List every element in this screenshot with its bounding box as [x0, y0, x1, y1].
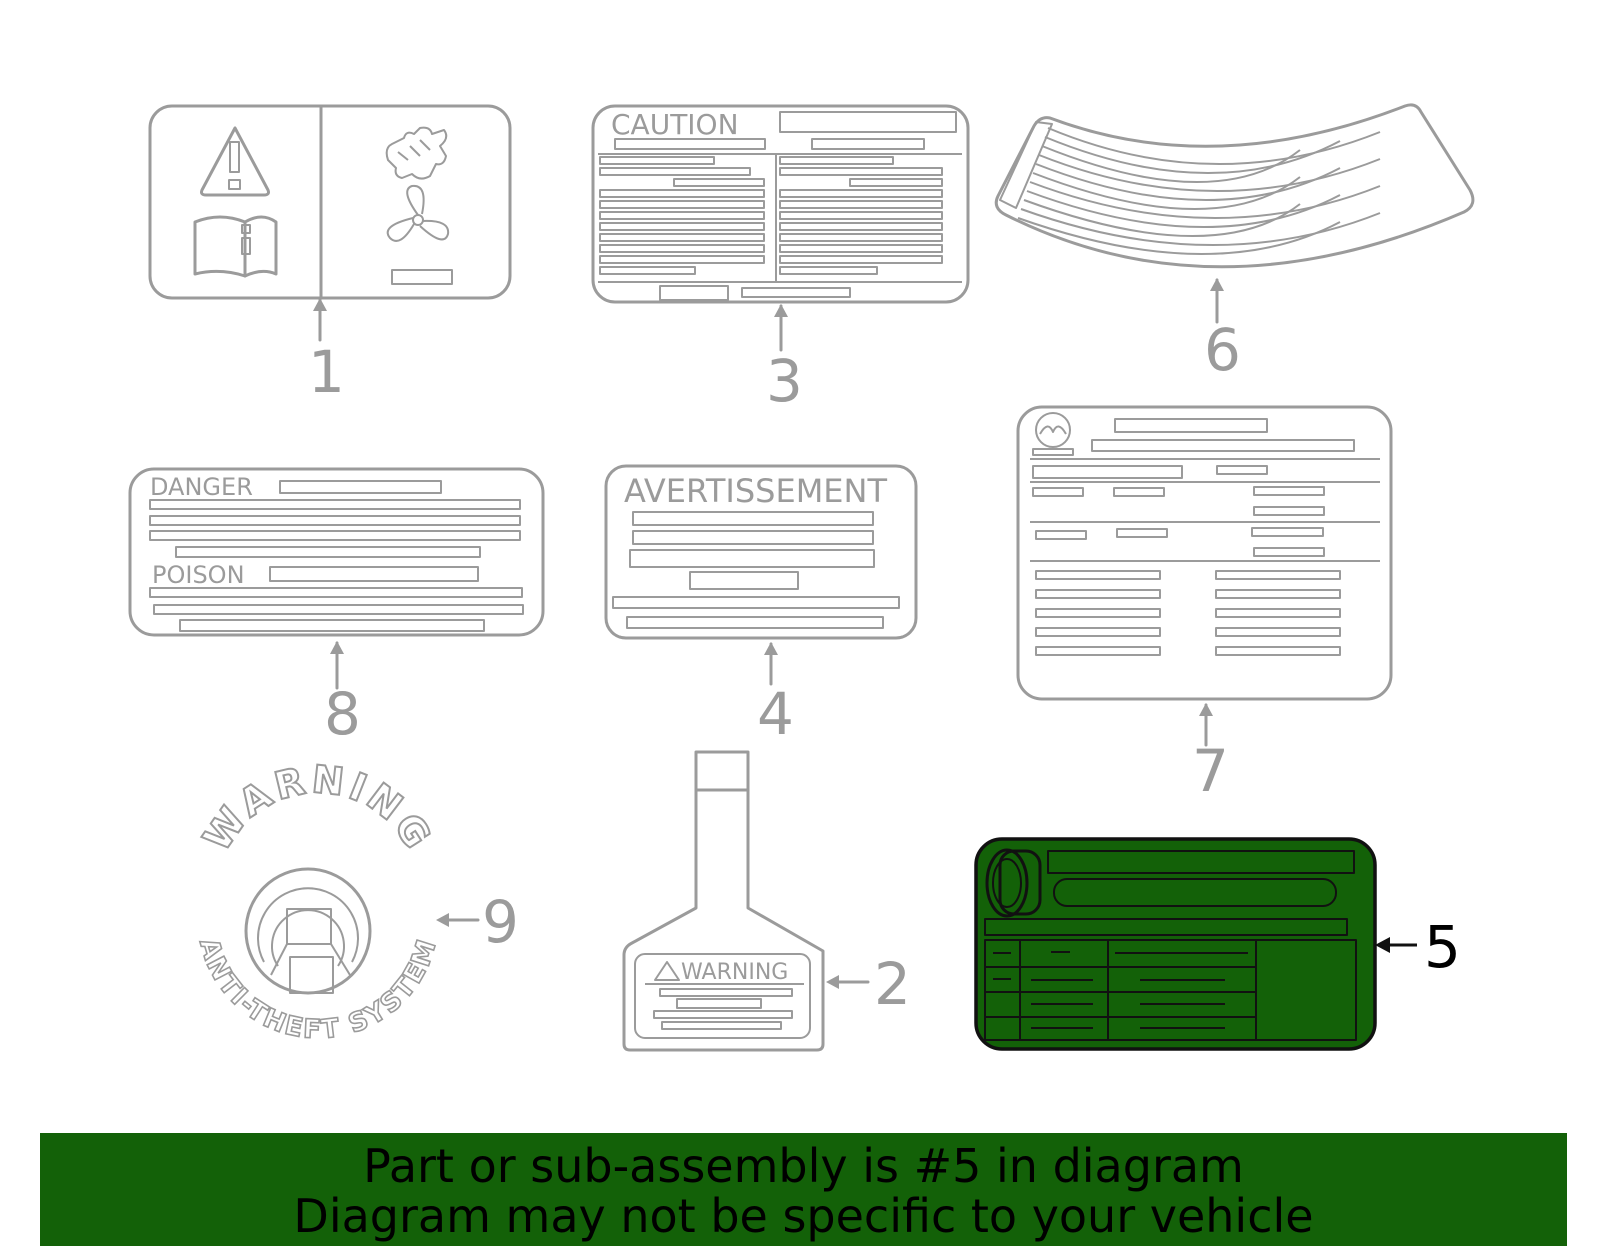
text-placeholder-bar: [1035, 589, 1161, 599]
text-placeholder-bar: [599, 233, 765, 242]
text-placeholder-line: [1020, 208, 1381, 246]
callout-number-3[interactable]: 3: [766, 347, 803, 415]
poison-heading: POISON: [152, 561, 245, 589]
label-9-anti-theft-seal[interactable]: WARNING ANTI-THEFT SYSTEM: [192, 756, 443, 1046]
callout-number-8[interactable]: 8: [324, 680, 361, 748]
text-placeholder-bar: [599, 200, 765, 209]
label-8-danger-poison[interactable]: DANGER POISON: [128, 467, 545, 637]
label-1-warning-pictogram[interactable]: [148, 104, 512, 300]
text-placeholder-bar: [1215, 646, 1341, 656]
text-placeholder-bar: [779, 222, 943, 231]
text-placeholder-bar: [599, 211, 765, 220]
callout-number-1[interactable]: 1: [308, 338, 345, 406]
text-placeholder-line: [1026, 190, 1341, 229]
text-placeholder-line: [1032, 172, 1301, 210]
text-placeholder-bar: [779, 266, 878, 275]
text-placeholder-line: [1038, 154, 1381, 193]
text-placeholder-bar: [779, 211, 943, 220]
text-placeholder-bar: [599, 156, 715, 165]
hand-caution-icon: [385, 126, 448, 180]
callout-number-2[interactable]: 2: [874, 950, 911, 1018]
label-6-curved-visor-label[interactable]: [994, 103, 1475, 269]
tire-icon: [985, 848, 1042, 918]
text-placeholder-bar: [1215, 627, 1341, 637]
label-4-avertissement[interactable]: AVERTISSEMENT: [604, 464, 918, 640]
caution-heading: CAUTION: [611, 108, 739, 141]
callout-number-5[interactable]: 5: [1424, 913, 1461, 981]
callout-number-6[interactable]: 6: [1204, 316, 1241, 384]
seal-anti-theft-text: ANTI-THEFT SYSTEM: [193, 934, 443, 1045]
danger-heading: DANGER: [150, 473, 253, 501]
text-placeholder-bar: [599, 266, 696, 275]
text-placeholder-bar: [779, 156, 894, 165]
text-placeholder-bar: [849, 178, 943, 187]
seal-warning-text: WARNING: [195, 757, 442, 859]
text-placeholder-bar: [779, 200, 943, 209]
callout-number-4[interactable]: 4: [757, 680, 794, 748]
text-placeholder-bar: [599, 244, 765, 253]
text-placeholder-bar: [779, 189, 943, 198]
avertissement-heading: AVERTISSEMENT: [624, 472, 887, 510]
text-placeholder-bar: [779, 233, 943, 242]
text-placeholder-bar: [673, 178, 765, 187]
text-placeholder-bar: [779, 244, 943, 253]
text-placeholder-line: [1041, 145, 1301, 183]
text-placeholder-line: [1035, 163, 1341, 201]
label-7-vehicle-info[interactable]: [1016, 405, 1393, 701]
text-placeholder-bar: [1215, 589, 1341, 599]
label-3-caution[interactable]: CAUTION: [591, 104, 970, 304]
callout-number-7[interactable]: 7: [1192, 737, 1229, 805]
text-placeholder-bar: [1215, 570, 1341, 580]
text-placeholder-bar: [599, 167, 751, 176]
callout-number-9[interactable]: 9: [482, 888, 519, 956]
text-placeholder-bar: [599, 189, 765, 198]
text-placeholder-line: [1029, 181, 1381, 219]
text-placeholder-line: [1017, 217, 1341, 256]
key-lock-icon: [270, 908, 351, 994]
text-placeholder-bar: [599, 255, 765, 264]
banner-part-reference-text: Part or sub-assembly is #5 in diagram: [363, 1139, 1244, 1193]
warning-heading: WARNING: [681, 960, 788, 985]
label-5-tire-pressure-highlighted[interactable]: [974, 837, 1377, 1051]
fan-icon: [386, 184, 450, 242]
brand-logo-icon: [1035, 412, 1071, 448]
text-placeholder-line: [1023, 199, 1301, 237]
text-placeholder-bar: [779, 167, 943, 176]
info-banner: Part or sub-assembly is #5 in diagram Di…: [40, 1133, 1567, 1246]
text-placeholder-bar: [1035, 646, 1161, 656]
text-placeholder-line: [1047, 127, 1381, 166]
label-2-bottle-warning-tag[interactable]: WARNING: [622, 750, 825, 1052]
warning-triangle-icon: [200, 126, 270, 197]
text-placeholder-bar: [1035, 570, 1161, 580]
owners-manual-icon: [193, 215, 278, 278]
text-placeholder-bar: [599, 222, 765, 231]
text-placeholder-line: [1044, 136, 1341, 174]
text-placeholder-bar: [779, 255, 943, 264]
text-placeholder-bar: [1035, 627, 1161, 637]
text-placeholder-bar: [1215, 608, 1341, 618]
text-placeholder-bar: [1035, 608, 1161, 618]
banner-disclaimer-text: Diagram may not be specific to your vehi…: [293, 1189, 1314, 1243]
